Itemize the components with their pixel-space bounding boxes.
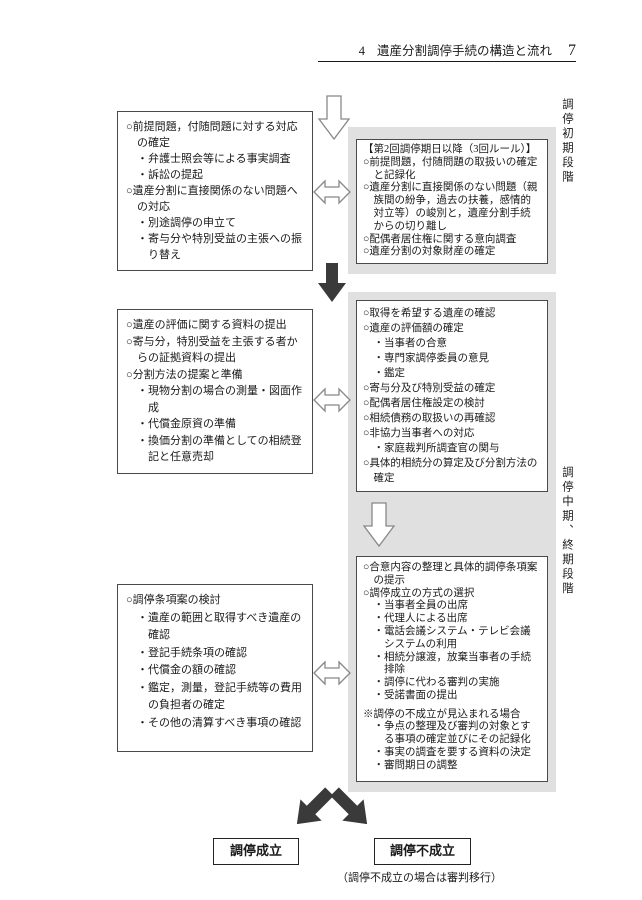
- stage-label-mid-final: 調停中期、終期段階: [561, 466, 573, 597]
- list-item: ○遺産分割に直接関係のない問題への対応: [126, 185, 298, 213]
- box-body: ○合意内容の整理と具体的調停条項案の提示○調停成立の方式の選択・当事者全員の出席…: [363, 562, 541, 773]
- mid-to-final-down-arrow: [362, 502, 396, 548]
- box-body: ○取得を希望する遺産の確認 ○遺産の評価額の確定・当事者の合意・専門家調停委員の意…: [363, 306, 541, 486]
- header-title: 遺産分割調停手続の構造と流れ: [376, 44, 552, 58]
- box-body: 【第2回調停期日以降（3回ルール）】○前提問題，付随問題の取扱いの確定と記録化○…: [363, 144, 541, 259]
- header-rule: [318, 61, 576, 62]
- list-item: ○遺産の評価に関する資料の提出: [126, 319, 287, 331]
- list-item: ・当事者の合意: [373, 338, 448, 349]
- flow-in-down-arrow: [317, 95, 351, 141]
- list-item: ・電話会議システム・テレビ会議システムの利用: [373, 625, 531, 650]
- list-item: ・調停に代わる審判の実施: [373, 677, 500, 689]
- list-item: ○合意内容の整理と具体的調停条項案の提示: [363, 562, 538, 586]
- list-item: ・代償金の額の確認: [137, 664, 236, 676]
- page-number: 7: [568, 42, 576, 59]
- list-item: ○前提問題，付随問題に対する対応の確定: [126, 121, 298, 149]
- list-item: ・事実の調査を要する資料の決定: [373, 746, 532, 758]
- list-item: ・登記手続条項の確認: [137, 646, 247, 659]
- list-item: ・審問期日の調整: [373, 759, 458, 771]
- list-item: ・別途調停の申立て: [137, 217, 236, 229]
- list-item: ・当事者全員の出席: [373, 600, 469, 612]
- list-item: ・現物分割の場合の測量・図面作成: [137, 385, 302, 414]
- list-item: ※調停の不成立が見込まれる場合: [363, 708, 521, 720]
- list-item: ○取得を希望する遺産の確認: [363, 308, 496, 319]
- box-body: ○遺産の評価に関する資料の提出 ○寄与分，特別受益を主張する者からの証拠資料の提出…: [126, 317, 304, 466]
- box-body: ○前提問題，付随問題に対する対応の確定・弁護士照会等による事実調査・訴訟の提起 ○…: [126, 119, 304, 263]
- stage-transition-down-arrow: [317, 263, 347, 303]
- list-item: ○遺産の評価額の確定: [363, 323, 464, 334]
- list-item: ○配偶者居住権設定の検討: [363, 398, 485, 409]
- down-arrow-outline-icon: [362, 502, 396, 548]
- list-item: ・代償金原資の準備: [137, 418, 236, 430]
- outcome-success-box: 調停成立: [213, 838, 299, 865]
- exchange-arrow-bottom: [313, 658, 351, 688]
- list-item: ・その他の清算すべき事項の確認: [137, 716, 302, 729]
- list-item: ○寄与分，特別受益を主張する者からの証拠資料の提出: [126, 335, 298, 365]
- list-item: ○調停条項案の検討: [126, 594, 221, 606]
- list-item: ・争点の整理及び審判の対象とする事項の確定並びにその記録化: [373, 721, 531, 746]
- stage-label-initial: 調停初期段階: [561, 98, 573, 185]
- list-item: ・相続分譲渡，放棄当事者の手続排除: [373, 651, 532, 676]
- outcome-branch-arrow: [290, 787, 382, 831]
- list-item: ○遺産分割の対象財産の確定: [363, 246, 496, 258]
- list-item: ○遺産分割に直接関係のない問題（親族間の紛争，過去の扶養，感情的対立等）の峻別と…: [363, 182, 538, 232]
- list-item: ・換価分割の準備としての相続登記と任意売却: [137, 434, 302, 464]
- down-arrow-outline-icon: [317, 95, 351, 141]
- down-arrow-filled-icon: [318, 263, 346, 302]
- list-item: ・鑑定: [373, 368, 406, 379]
- double-arrow-icon: [313, 660, 351, 686]
- list-item: ・代理人による出席: [373, 613, 468, 625]
- list-item: ・遺産の範囲と取得すべき遺産の確認: [137, 611, 302, 642]
- failure-note: （調停不成立の場合は審判移行）: [337, 872, 502, 884]
- list-item: ○前提問題，付随問題の取扱いの確定と記録化: [363, 156, 538, 181]
- exchange-arrow-top: [313, 177, 351, 207]
- page-header: 4 遺産分割調停手続の構造と流れ 7: [359, 40, 576, 60]
- exchange-arrow-middle: [313, 385, 351, 415]
- list-item: ○調停成立の方式の選択: [363, 587, 475, 599]
- list-item: ○非協力当事者への対応: [363, 428, 475, 439]
- list-item: ・受諾書面の提出: [373, 689, 458, 701]
- box-final-left-tasks: ○調停条項案の検討・遺産の範囲と取得すべき遺産の確認・登記手続条項の確認・代償金…: [117, 584, 313, 752]
- box-initial-right-tasks: 【第2回調停期日以降（3回ルール）】○前提問題，付随問題の取扱いの確定と記録化○…: [356, 139, 548, 265]
- list-item: ・寄与分や特別受益の主張への振り替え: [137, 233, 302, 261]
- branch-arrows-icon: [296, 787, 368, 825]
- box-final-right-tasks: ○合意内容の整理と具体的調停条項案の提示○調停成立の方式の選択・当事者全員の出席…: [356, 556, 548, 782]
- list-item: ○寄与分及び特別受益の確定: [363, 383, 496, 394]
- list-item: ○相続債務の取扱いの再確認: [363, 413, 496, 424]
- list-item: ・訴訟の提起: [137, 169, 203, 181]
- box-initial-left-tasks: ○前提問題，付随問題に対する対応の確定・弁護士照会等による事実調査・訴訟の提起 ○…: [117, 111, 313, 271]
- list-item: ・弁護士照会等による事実調査: [137, 153, 291, 165]
- box-body: ○調停条項案の検討・遺産の範囲と取得すべき遺産の確認・登記手続条項の確認・代償金…: [126, 592, 304, 732]
- list-item: ○分割方法の提案と準備: [126, 368, 243, 381]
- outcome-failure-box: 調停不成立: [374, 838, 471, 865]
- list-item: ・家庭裁判所調査官の関与: [373, 443, 500, 454]
- double-arrow-icon: [313, 179, 351, 205]
- double-arrow-icon: [313, 387, 351, 413]
- list-item: ○具体的相続分の算定及び分割方法の確定: [363, 458, 538, 484]
- list-item: ・専門家調停委員の意見: [373, 353, 490, 364]
- list-item: ○配偶者居住権に関する意向調査: [363, 233, 517, 245]
- list-item: ・鑑定，測量，登記手続等の費用の負担者の確定: [137, 681, 302, 712]
- list-item: 【第2回調停期日以降（3回ルール）】: [363, 144, 537, 155]
- chapter-number: 4: [358, 44, 365, 58]
- box-middle-left-tasks: ○遺産の評価に関する資料の提出 ○寄与分，特別受益を主張する者からの証拠資料の提出…: [117, 309, 313, 474]
- box-middle-right-tasks: ○取得を希望する遺産の確認 ○遺産の評価額の確定・当事者の合意・専門家調停委員の意…: [356, 300, 548, 492]
